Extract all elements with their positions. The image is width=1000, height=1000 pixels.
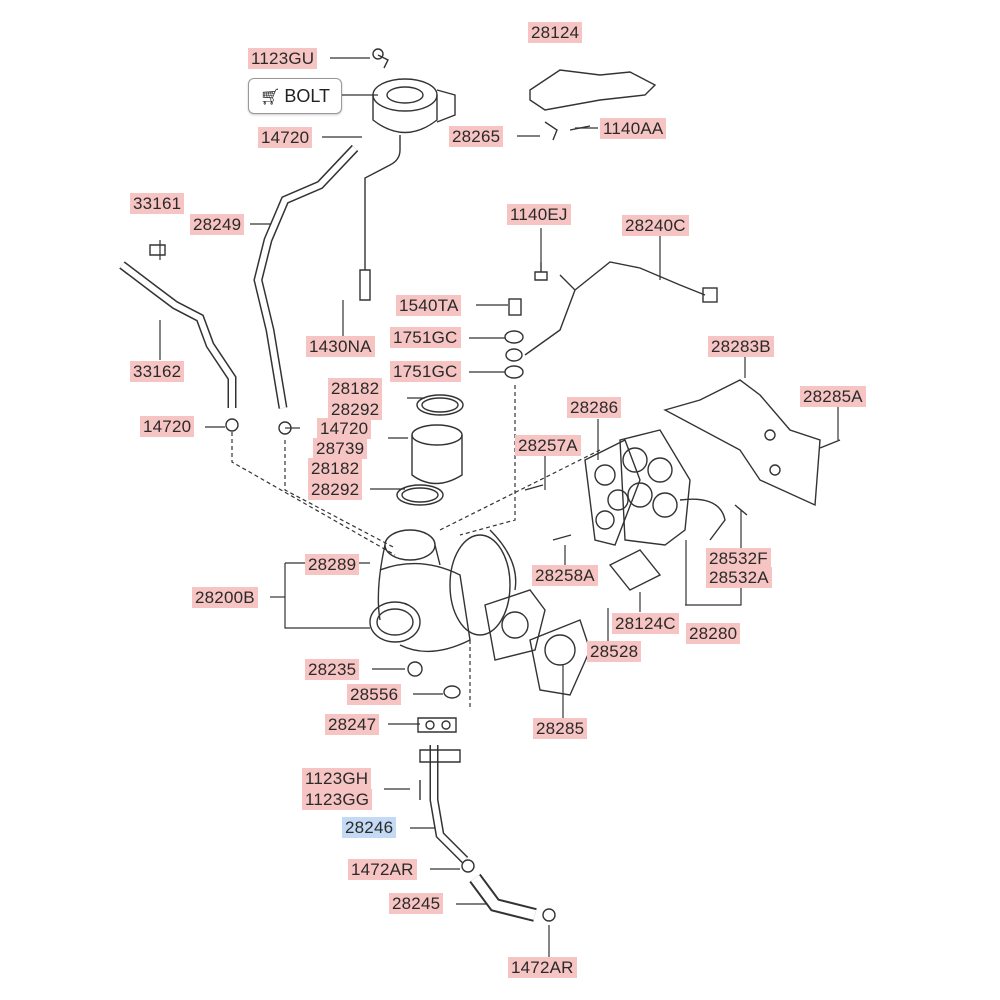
part-label[interactable]: 28200B [192, 587, 258, 608]
part-label[interactable]: 28124 [528, 22, 583, 43]
part-label[interactable]: 28280 [686, 623, 741, 644]
part-label[interactable]: 28258A [532, 565, 598, 586]
turbocharger [369, 529, 591, 696]
part-label[interactable]: 1751GC [390, 327, 461, 348]
part-label[interactable]: 14720 [258, 127, 313, 148]
part-label[interactable]: 28182 [328, 378, 383, 399]
part-label[interactable]: 14720 [317, 418, 372, 439]
part-label[interactable]: 33161 [130, 193, 185, 214]
part-label[interactable]: 28235 [305, 659, 360, 680]
oil-feed-pipe [524, 261, 718, 356]
part-label[interactable]: 1751GC [390, 361, 461, 382]
part-label[interactable]: 28285A [800, 386, 866, 407]
part-label[interactable]: 1472AR [508, 957, 577, 978]
part-label[interactable]: 1472AR [348, 859, 417, 880]
part-label[interactable]: 1540TA [396, 295, 462, 316]
bolt-popup-button[interactable]: 🛒︎BOLT [248, 78, 342, 114]
part-label[interactable]: 28739 [313, 438, 368, 459]
part-label[interactable]: 28249 [190, 214, 245, 235]
part-label[interactable]: 28292 [308, 479, 363, 500]
part-label[interactable]: 28292 [328, 399, 383, 420]
part-label[interactable]: 28289 [305, 554, 360, 575]
wastegate-actuator [359, 48, 456, 301]
part-label[interactable]: 1123GH [302, 768, 372, 789]
part-label[interactable]: 28532A [706, 567, 772, 588]
part-label[interactable]: 33162 [130, 361, 185, 382]
part-label[interactable]: 28532F [706, 548, 771, 569]
part-label[interactable]: 28247 [325, 714, 380, 735]
heat-shields [529, 69, 821, 507]
part-label[interactable]: 28286 [567, 397, 622, 418]
part-label[interactable]: 28285 [533, 718, 588, 739]
exhaust-manifold [584, 429, 726, 591]
part-label[interactable]: 1123GG [302, 789, 373, 810]
part-label[interactable]: 28283B [708, 336, 774, 357]
part-label[interactable]: 28265 [449, 126, 504, 147]
part-label[interactable]: 28182 [308, 458, 363, 479]
part-label[interactable]: 1430NA [306, 336, 375, 357]
bolt-popup-label: BOLT [284, 86, 330, 106]
part-label[interactable]: 28556 [347, 684, 402, 705]
part-label[interactable]: 28240C [622, 215, 689, 236]
part-label[interactable]: 28245 [389, 893, 444, 914]
part-label[interactable]: 28528 [587, 641, 642, 662]
part-label[interactable]: 1140AA [600, 118, 667, 139]
hoses [119, 144, 537, 922]
leader-lines [159, 57, 839, 957]
part-label[interactable]: 28257A [515, 435, 581, 456]
cart-icon: 🛒︎ [260, 89, 281, 106]
part-label[interactable]: 1123GU [248, 48, 318, 69]
part-label-highlighted[interactable]: 28246 [342, 817, 397, 838]
part-label[interactable]: 14720 [140, 416, 195, 437]
small-parts [149, 121, 841, 922]
part-label[interactable]: 28124C [612, 613, 679, 634]
part-label[interactable]: 1140EJ [507, 204, 571, 225]
